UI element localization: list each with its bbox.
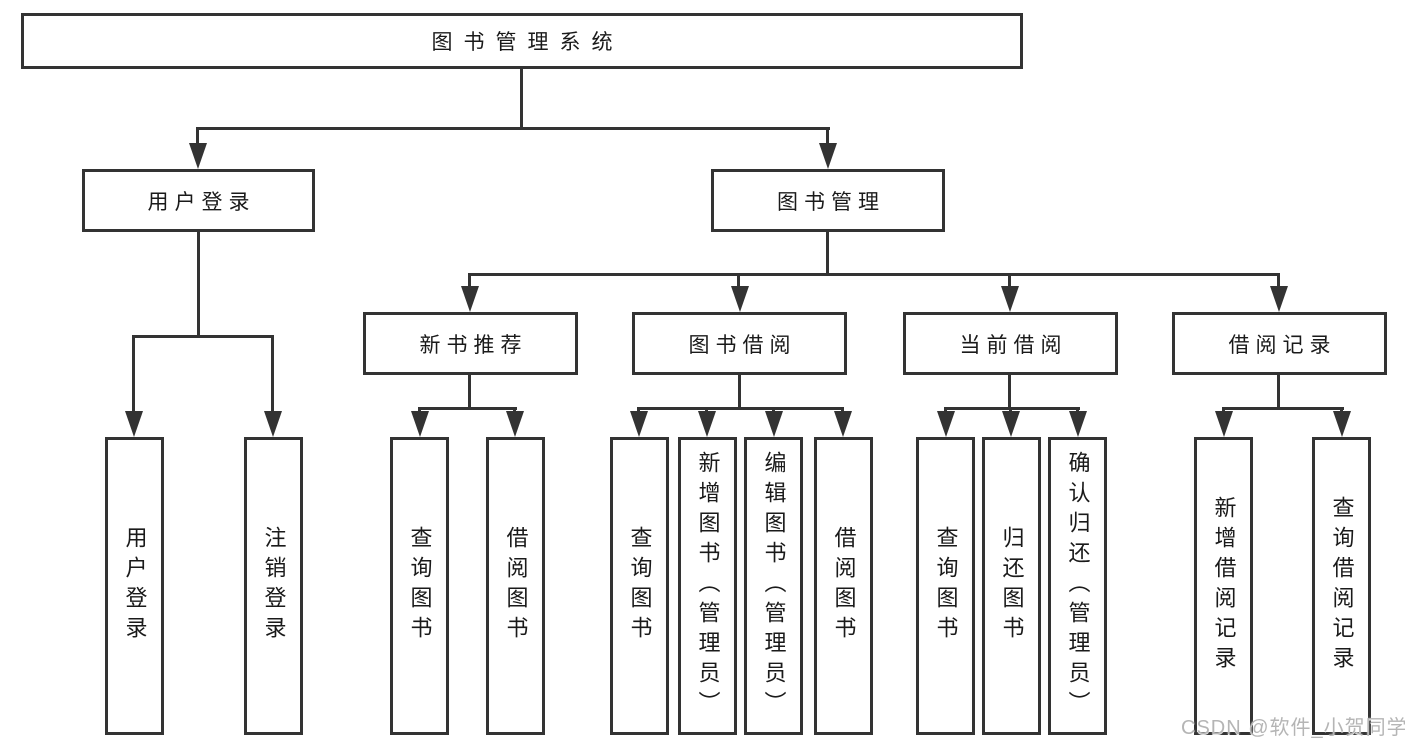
arrowhead-down-icon <box>411 411 429 437</box>
connector-line <box>1277 375 1280 407</box>
arrowhead-down-icon <box>731 286 749 312</box>
connector-line <box>196 127 830 130</box>
connector-line <box>826 232 829 273</box>
connector-line <box>468 375 471 407</box>
node-leaf-return-books: 归还图书 <box>982 437 1041 735</box>
node-borrowing-records: 借阅记录 <box>1172 312 1387 375</box>
connector-line <box>271 335 274 414</box>
arrowhead-down-icon <box>264 411 282 437</box>
node-leaf-user-login: 用户登录 <box>105 437 164 735</box>
arrowhead-down-icon <box>1069 411 1087 437</box>
arrowhead-down-icon <box>189 143 207 169</box>
node-book-management: 图书管理 <box>711 169 945 232</box>
node-leaf-query-books-current: 查询图书 <box>916 437 975 735</box>
node-book-borrowing: 图书借阅 <box>632 312 847 375</box>
arrowhead-down-icon <box>1333 411 1351 437</box>
connector-line <box>520 68 523 128</box>
node-library-management-system: 图书管理系统 <box>21 13 1023 69</box>
connector-line <box>196 127 199 146</box>
node-leaf-query-borrow-record: 查询借阅记录 <box>1312 437 1371 735</box>
arrowhead-down-icon <box>630 411 648 437</box>
csdn-watermark: CSDN @软件_小贺同学 <box>1181 717 1405 739</box>
connector-line <box>468 273 1280 276</box>
arrowhead-down-icon <box>1270 286 1288 312</box>
arrowhead-down-icon <box>834 411 852 437</box>
connector-line <box>1277 273 1280 289</box>
connector-line <box>132 335 274 338</box>
connector-line <box>738 375 741 407</box>
arrowhead-down-icon <box>1001 286 1019 312</box>
arrowhead-down-icon <box>765 411 783 437</box>
node-leaf-add-book-admin: 新增图书（管理员） <box>678 437 737 735</box>
connector-line <box>132 335 135 414</box>
node-leaf-add-borrow-record: 新增借阅记录 <box>1194 437 1253 735</box>
node-leaf-logout: 注销登录 <box>244 437 303 735</box>
node-leaf-query-books-borrowing: 查询图书 <box>610 437 669 735</box>
arrowhead-down-icon <box>1002 411 1020 437</box>
arrowhead-down-icon <box>1215 411 1233 437</box>
node-leaf-borrow-books-recommend: 借阅图书 <box>486 437 545 735</box>
connector-line <box>944 407 1080 410</box>
connector-line <box>637 407 844 410</box>
node-new-book-recommendation: 新书推荐 <box>363 312 578 375</box>
node-leaf-query-books-recommend: 查询图书 <box>390 437 449 735</box>
connector-line <box>418 407 517 410</box>
node-leaf-edit-book-admin: 编辑图书（管理员） <box>744 437 803 735</box>
connector-line <box>737 273 740 289</box>
node-leaf-borrow-books-borrowing: 借阅图书 <box>814 437 873 735</box>
arrowhead-down-icon <box>461 286 479 312</box>
connector-line <box>1008 273 1011 289</box>
connector-line <box>826 127 829 146</box>
arrowhead-down-icon <box>698 411 716 437</box>
node-leaf-confirm-return-admin: 确认归还（管理员） <box>1048 437 1107 735</box>
arrowhead-down-icon <box>819 143 837 169</box>
arrowhead-down-icon <box>937 411 955 437</box>
node-user-login: 用户登录 <box>82 169 315 232</box>
connector-line <box>197 232 200 335</box>
arrowhead-down-icon <box>125 411 143 437</box>
connector-line <box>468 273 471 289</box>
connector-line <box>1222 407 1344 410</box>
arrowhead-down-icon <box>506 411 524 437</box>
node-current-borrowing: 当前借阅 <box>903 312 1118 375</box>
connector-line <box>1008 375 1011 407</box>
